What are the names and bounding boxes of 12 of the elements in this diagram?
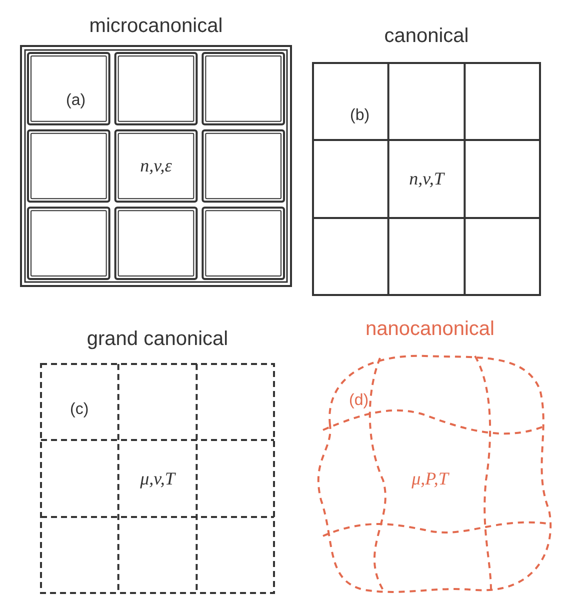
panel-letter: (b) xyxy=(350,107,370,125)
panel-heading: canonical xyxy=(384,25,469,48)
panel-letter: (d) xyxy=(349,392,369,410)
panel-heading: microcanonical xyxy=(89,15,223,38)
variables-label: n,v,T xyxy=(409,168,444,190)
variables-label: μ,v,T xyxy=(140,468,175,489)
variables-label: n,v,ε xyxy=(140,156,172,176)
variables-label: μ,P,T xyxy=(412,468,448,490)
panel-heading: grand canonical xyxy=(86,328,228,351)
panel-letter: (c) xyxy=(70,401,89,419)
panel-heading: nanocanonical xyxy=(366,318,494,341)
panel-letter: (a) xyxy=(66,92,86,110)
